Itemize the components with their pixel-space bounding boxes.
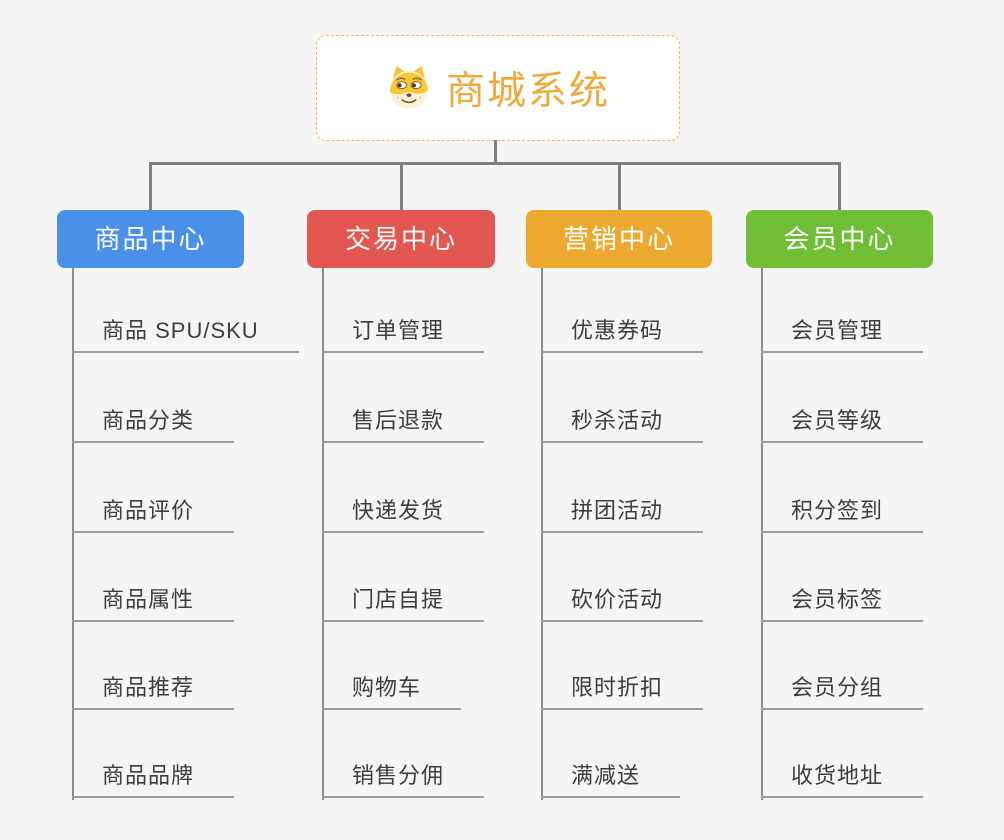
leaf-node[interactable]: 会员等级 — [761, 405, 924, 443]
connector-drop-trade — [400, 164, 403, 210]
branch-header-products[interactable]: 商品中心 — [57, 210, 244, 268]
connector-root-stub — [494, 140, 497, 164]
branch-trunk-products — [72, 268, 74, 800]
branch-trunk-members — [761, 268, 763, 800]
leaf-node[interactable]: 门店自提 — [322, 584, 485, 622]
branch-header-members[interactable]: 会员中心 — [746, 210, 933, 268]
leaf-node[interactable]: 商品评价 — [72, 495, 235, 533]
branch-header-marketing[interactable]: 营销中心 — [526, 210, 712, 268]
connector-drop-members — [838, 164, 841, 210]
leaf-node[interactable]: 满减送 — [541, 760, 681, 798]
leaf-node[interactable]: 商品推荐 — [72, 672, 235, 710]
connector-horizontal-bar — [149, 162, 841, 165]
leaf-node[interactable]: 商品分类 — [72, 405, 235, 443]
doge-icon — [386, 65, 432, 111]
leaf-node[interactable]: 售后退款 — [322, 405, 485, 443]
leaf-node[interactable]: 会员标签 — [761, 584, 924, 622]
leaf-node[interactable]: 商品 SPU/SKU — [72, 315, 299, 353]
leaf-node[interactable]: 快递发货 — [322, 495, 485, 533]
branch-header-trade[interactable]: 交易中心 — [307, 210, 495, 268]
leaf-node[interactable]: 砍价活动 — [541, 584, 704, 622]
leaf-node[interactable]: 会员分组 — [761, 672, 924, 710]
leaf-node[interactable]: 优惠券码 — [541, 315, 704, 353]
root-node[interactable]: 商城系统 — [316, 35, 680, 141]
leaf-node[interactable]: 购物车 — [322, 672, 462, 710]
connector-drop-products — [149, 164, 152, 210]
leaf-node[interactable]: 会员管理 — [761, 315, 924, 353]
leaf-node[interactable]: 收货地址 — [761, 760, 924, 798]
leaf-node[interactable]: 订单管理 — [322, 315, 485, 353]
leaf-node[interactable]: 拼团活动 — [541, 495, 704, 533]
root-title: 商城系统 — [445, 70, 610, 113]
leaf-node[interactable]: 限时折扣 — [541, 672, 704, 710]
branch-trunk-marketing — [541, 268, 543, 800]
leaf-node[interactable]: 销售分佣 — [322, 760, 485, 798]
branch-trunk-trade — [322, 268, 324, 800]
leaf-node[interactable]: 秒杀活动 — [541, 405, 704, 443]
leaf-node[interactable]: 商品属性 — [72, 584, 235, 622]
leaf-node[interactable]: 商品品牌 — [72, 760, 235, 798]
leaf-node[interactable]: 积分签到 — [761, 495, 924, 533]
connector-drop-marketing — [618, 164, 621, 210]
